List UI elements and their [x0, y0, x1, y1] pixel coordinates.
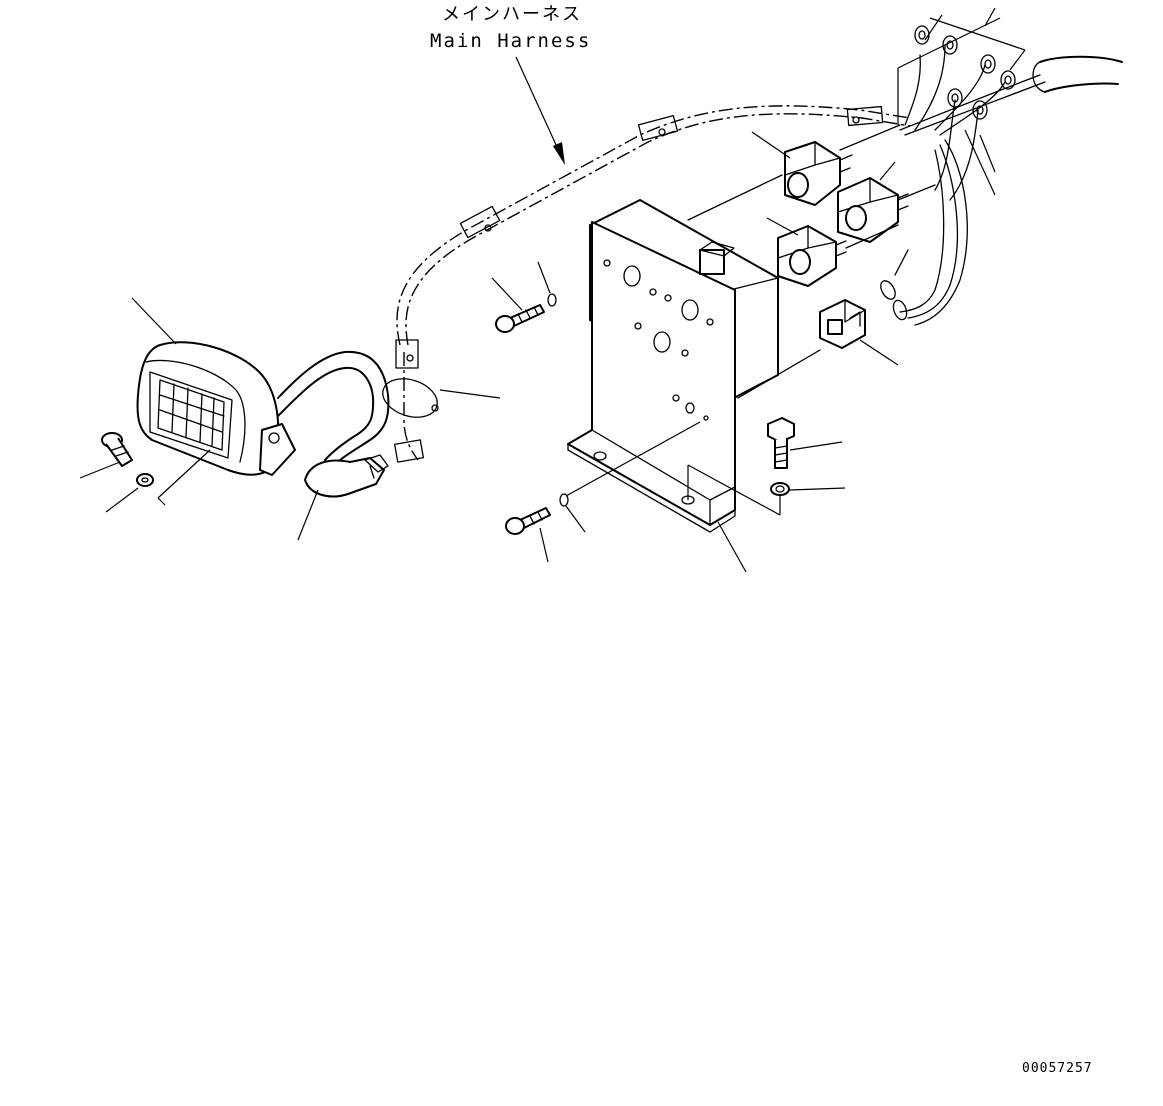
rotary-switch-1	[752, 132, 852, 205]
bolt-right	[768, 418, 845, 495]
rotary-switch-3	[767, 218, 846, 286]
main-harness	[395, 57, 910, 462]
work-lamp	[132, 298, 295, 475]
screw-lower	[506, 422, 700, 562]
rotary-switch-2	[838, 162, 908, 242]
main-harness-label-en: Main Harness	[430, 30, 592, 52]
lamp-cable	[278, 352, 500, 540]
lamp-bolt	[80, 433, 210, 512]
drawing-id: 00057257	[1022, 1061, 1093, 1076]
harness-branches	[878, 8, 1122, 325]
main-harness-label-jp: メインハーネス	[442, 4, 582, 25]
rocker-switch	[820, 300, 898, 365]
mounting-bracket	[568, 200, 780, 572]
screw-upper	[492, 262, 556, 332]
